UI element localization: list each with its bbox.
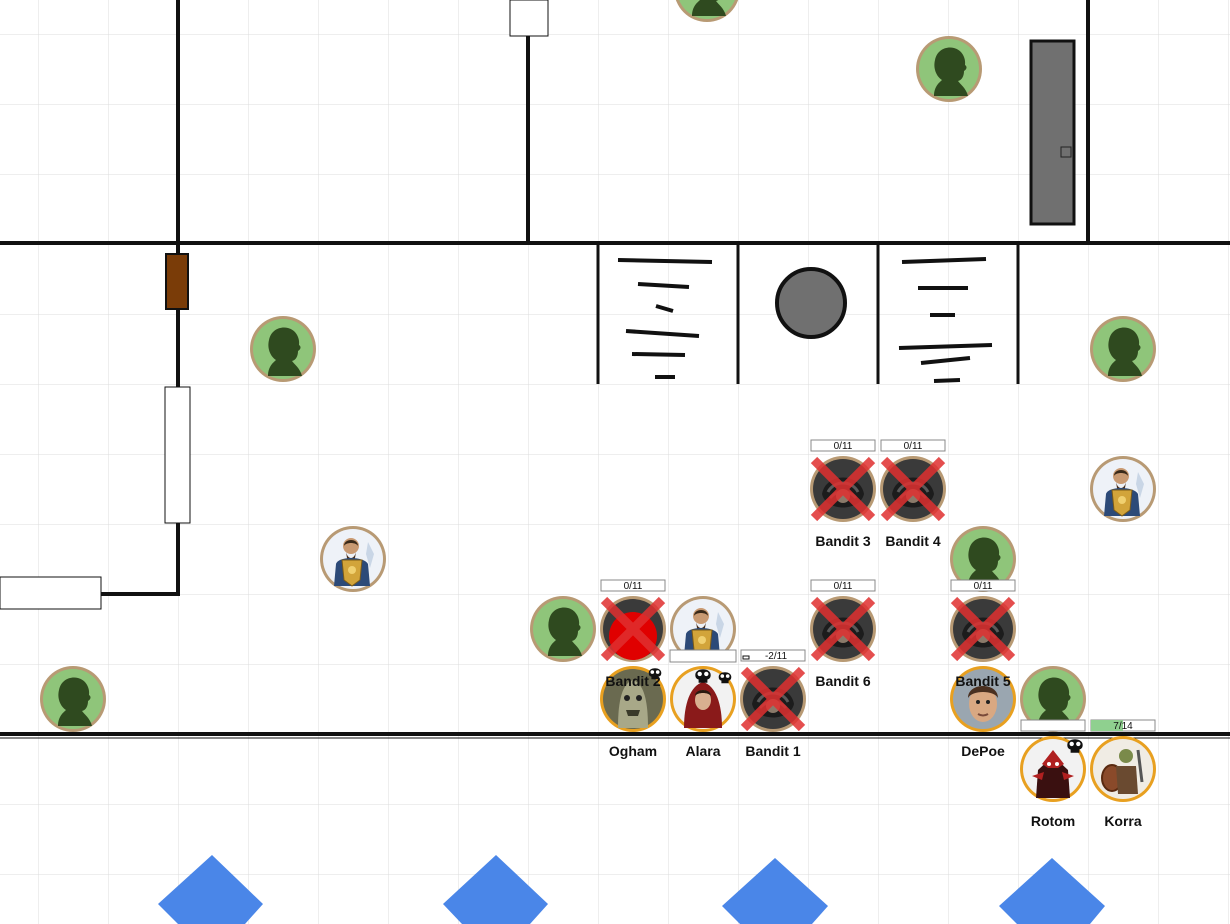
exit-arrows[interactable] [158,855,1105,924]
stairs-right [898,257,993,383]
token-name-bandit-5: Bandit 5 [955,673,1010,689]
hp-text: 0/11 [624,581,643,592]
hp-bar [1020,719,1086,732]
npc-token-upper-right[interactable] [916,36,982,102]
hp-text: 0/11 [974,581,993,592]
window-left [164,386,191,524]
hp-text: -2/11 [765,651,787,662]
walls [0,0,1230,736]
token-name: Bandit 4 [885,533,940,549]
npc-token-center[interactable] [530,596,596,662]
stairs-left [617,258,713,379]
token-bandit-3[interactable]: 0/11 Bandit 3 [808,439,878,549]
npc-token-lower-left[interactable] [40,666,106,732]
token-alara[interactable]: Alara [670,666,736,759]
token-name-bandit-2: Bandit 2 [605,673,660,689]
hp-bar-fill [1091,720,1123,731]
token-name: Korra [1104,813,1142,829]
hp-bar [810,579,876,592]
paladin-token-left[interactable] [319,525,387,593]
token-bandit-1[interactable]: -2/11 Bandit 1 [738,649,808,759]
window-top [509,0,549,37]
token-name: Bandit 6 [815,673,870,689]
token-ogham[interactable]: Ogham [600,666,666,759]
token-name: Bandit 3 [815,533,870,549]
paladin-token-right[interactable] [1089,455,1157,523]
hp-fill [742,655,750,660]
token-rotom[interactable]: Rotom [1020,719,1086,829]
hp-bar [950,579,1016,592]
token-bandit-5[interactable]: 0/11 [948,579,1018,664]
korra-portrait-icon [1088,734,1158,804]
cabinet-handle [1060,146,1072,158]
npc-token-right-room[interactable] [1090,316,1156,382]
hp-bar [740,649,806,662]
hp-text: 0/11 [834,581,853,592]
red-marker-icon [609,612,657,660]
exit-arrow-icon[interactable] [158,855,263,924]
cabinet[interactable] [1029,39,1076,226]
token-name: Alara [685,743,720,759]
token-depoe[interactable]: DePoe [949,665,1017,759]
token-bandit-2[interactable]: 0/11 [598,579,668,664]
exit-arrow-icon[interactable] [443,855,548,924]
window-lower-left [0,576,102,610]
token-bandit-4[interactable]: 0/11 Bandit 4 [878,439,948,549]
npc-token-left-room[interactable] [250,316,316,382]
token-name: Ogham [609,743,657,759]
token-name: Bandit 1 [745,743,800,759]
token-name: Rotom [1031,813,1075,829]
token-korra[interactable]: 7/14 Korra [1088,719,1158,829]
door[interactable] [165,253,189,310]
hp-bar [880,439,946,452]
token-name: DePoe [961,743,1005,759]
hp-bar [810,439,876,452]
paladin-hp-bar [669,649,737,663]
token-bandit-6[interactable]: 0/11 Bandit 6 [808,579,878,689]
exit-arrow-icon[interactable] [999,858,1105,924]
hp-text: 0/11 [834,441,853,452]
hp-bar [600,579,666,592]
hp-text: 7/14 [1113,721,1133,732]
stone-pillar[interactable] [775,267,847,339]
hp-text: 0/11 [904,441,923,452]
exit-arrow-icon[interactable] [722,858,828,924]
